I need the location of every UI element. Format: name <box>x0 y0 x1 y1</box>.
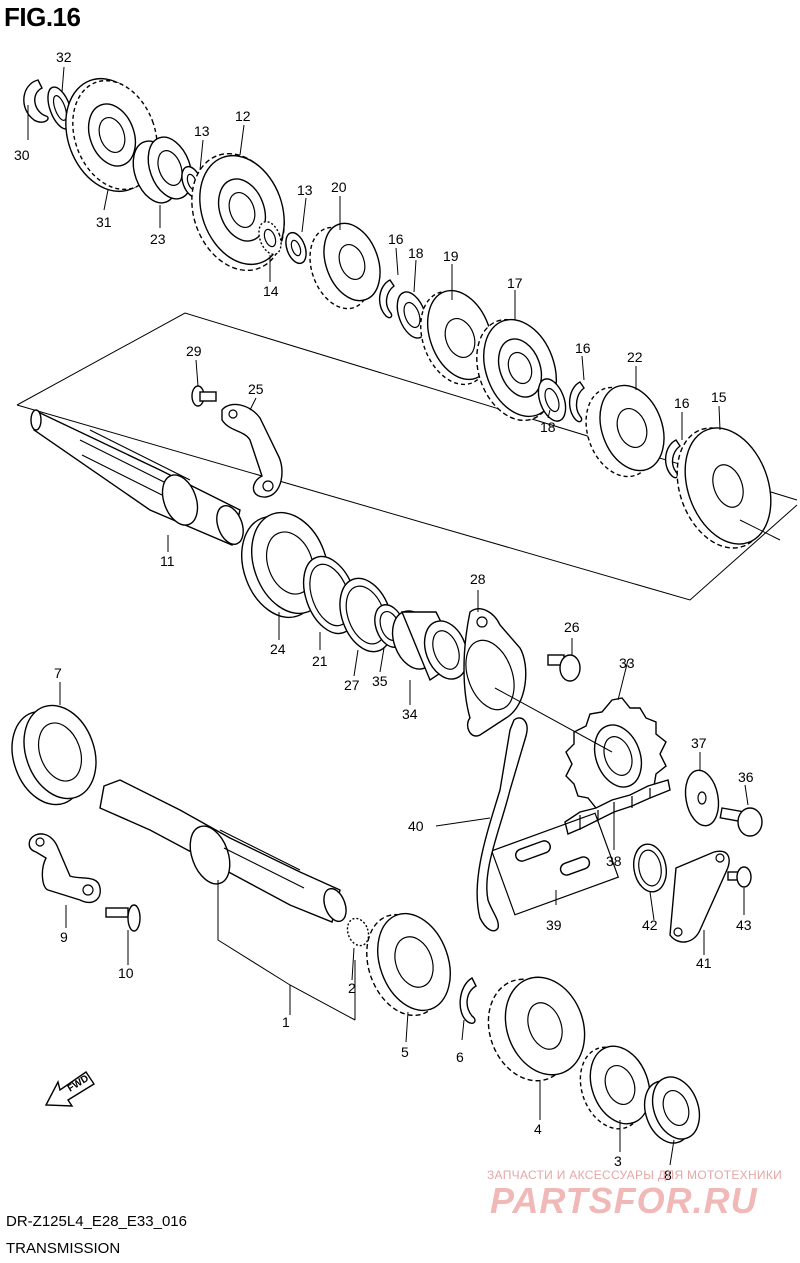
callout-7: 7 <box>54 665 62 681</box>
part-30-circlip <box>23 79 49 123</box>
part-7-bearing <box>11 704 97 806</box>
callout-41: 41 <box>696 955 712 971</box>
callout-1: 1 <box>282 1014 290 1030</box>
callout-36: 36 <box>738 769 754 785</box>
callout-26: 26 <box>564 619 580 635</box>
part-41-cover <box>669 850 730 943</box>
watermark-brand: PARTSFOR.RU <box>490 1180 758 1221</box>
callout-18b: 18 <box>540 419 556 435</box>
callout-40: 40 <box>408 818 424 834</box>
part-9-stopper-plate <box>28 833 101 904</box>
callout-30: 30 <box>14 147 30 163</box>
callout-20: 20 <box>331 179 347 195</box>
callout-24: 24 <box>270 641 286 657</box>
callout-19: 19 <box>443 248 459 264</box>
callout-29: 29 <box>186 343 202 359</box>
part-25-stopper-plate <box>221 403 283 498</box>
callout-3: 3 <box>614 1153 622 1169</box>
leader-lines <box>27 66 781 1166</box>
callout-8: 8 <box>664 1167 672 1183</box>
callout-15: 15 <box>711 389 727 405</box>
callout-21: 21 <box>312 653 328 669</box>
part-8-bearing <box>643 1076 701 1144</box>
part-38-drive-chain <box>564 779 671 835</box>
part-3-gear <box>579 1045 651 1130</box>
callout-25: 25 <box>248 381 264 397</box>
part-29-bolt <box>191 385 217 407</box>
callout-5: 5 <box>401 1044 409 1060</box>
part-43-screw <box>727 866 752 888</box>
callout-33: 33 <box>619 655 635 671</box>
callout-32: 32 <box>56 49 72 65</box>
part-40-chain-guide <box>476 717 528 932</box>
part-15-gear <box>676 427 772 549</box>
callout-43: 43 <box>736 917 752 933</box>
callout-35: 35 <box>372 673 388 689</box>
figure-code: DR-Z125L4_E28_E33_016 <box>6 1213 187 1230</box>
part-36-bolt <box>719 807 763 837</box>
callout-9: 9 <box>60 929 68 945</box>
callout-11: 11 <box>160 553 175 569</box>
part-11-countershaft <box>30 409 244 546</box>
callout-42: 42 <box>642 917 658 933</box>
part-4-gear <box>487 976 586 1082</box>
callout-38: 38 <box>606 853 622 869</box>
part-33-engine-sprocket <box>565 697 667 809</box>
part-10-screw <box>105 904 141 932</box>
callout-22: 22 <box>627 349 643 365</box>
part-13-washer-b <box>285 231 307 265</box>
part-42-o-ring <box>633 843 667 893</box>
callout-10: 10 <box>118 965 134 981</box>
callout-14: 14 <box>263 283 279 299</box>
callout-16b: 16 <box>575 340 591 356</box>
part-37-washer <box>684 769 720 827</box>
callout-13b: 13 <box>297 182 313 198</box>
fwd-arrow: FWD <box>44 1071 95 1107</box>
part-16-circlip-c <box>665 439 681 479</box>
callout-labels: 30 32 31 13 12 23 13 20 14 16 18 19 17 1… <box>14 49 754 1183</box>
callout-37: 37 <box>691 735 707 751</box>
part-1-driveshaft <box>99 779 347 923</box>
part-16-circlip-a <box>379 279 395 319</box>
callout-13a: 13 <box>194 123 210 139</box>
callout-23: 23 <box>150 231 166 247</box>
part-2-needle-bearing <box>346 917 370 947</box>
part-39-chain-joint <box>490 812 620 916</box>
watermark-tagline: ЗАПЧАСТИ И АКСЕССУАРЫ ДЛЯ МОТОТЕХНИКИ <box>487 1168 783 1182</box>
part-22-gear <box>585 384 665 478</box>
callout-4: 4 <box>534 1121 542 1137</box>
figure-subtitle: TRANSMISSION <box>6 1240 121 1257</box>
callout-2: 2 <box>348 980 356 996</box>
part-12-gear <box>191 152 285 272</box>
callout-34: 34 <box>402 706 418 722</box>
part-26-bolt <box>547 654 581 682</box>
part-34-spacer <box>391 610 469 682</box>
callout-16c: 16 <box>674 395 690 411</box>
callout-12: 12 <box>235 108 251 124</box>
part-28-plate <box>463 608 527 737</box>
part-23-bushing <box>132 136 193 204</box>
part-14-needle-bearing <box>258 220 282 256</box>
callout-16a: 16 <box>388 231 404 247</box>
callout-17: 17 <box>507 275 523 291</box>
part-5-gear <box>366 912 451 1017</box>
part-6-circlip <box>459 977 477 1025</box>
figure-title: FIG.16 <box>4 2 81 32</box>
callout-28: 28 <box>470 571 486 587</box>
part-20-gear <box>309 222 381 310</box>
part-18-washer-b <box>537 378 567 422</box>
part-16-circlip-b <box>569 381 585 423</box>
callout-18a: 18 <box>408 245 424 261</box>
callout-6: 6 <box>456 1049 464 1065</box>
callout-31: 31 <box>96 214 112 230</box>
callout-39: 39 <box>546 917 562 933</box>
callout-27: 27 <box>344 677 360 693</box>
